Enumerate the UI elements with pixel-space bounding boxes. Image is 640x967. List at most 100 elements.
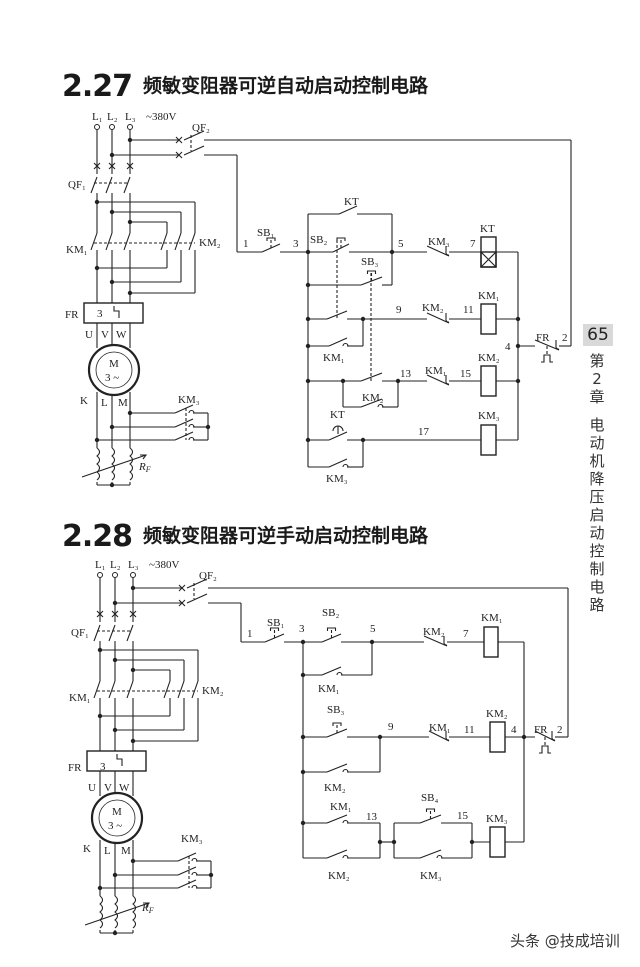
label-KM1-coil: KM₁ <box>478 290 500 302</box>
frequency-sensitive-rheostat-icon <box>132 895 137 929</box>
reactor-bg <box>112 896 118 930</box>
section-number: 2.28 <box>62 519 132 554</box>
label-L: L <box>104 845 111 857</box>
junction-dot <box>112 930 118 936</box>
label-KM3: KM₃ <box>181 833 203 845</box>
frequency-sensitive-rheostat-icon <box>114 895 119 929</box>
chapter-char: 启 <box>589 506 605 524</box>
motor-icon <box>90 791 144 845</box>
label-L1: L₁ <box>95 559 106 571</box>
nc-contact-icon <box>426 245 450 257</box>
node-3: 3 <box>299 623 305 635</box>
wire <box>480 251 497 268</box>
motor-phase: 3 ~ <box>105 372 119 384</box>
thermal-relay-box <box>83 302 144 324</box>
control-circuit-labels: 1 SB₁ 3 SB₂ KT 5 SB₃ KM₃ 7 KT KM₁ 9 KM₂ … <box>243 196 568 485</box>
terminal-icon <box>130 572 136 578</box>
coil-icon <box>483 626 499 658</box>
switch-icon <box>108 624 116 642</box>
thermal-relay-box <box>86 750 147 772</box>
wire <box>111 610 119 618</box>
no-contact-icon <box>328 431 348 441</box>
chapter-char: 章 <box>589 388 605 406</box>
no-contact-icon <box>338 205 358 215</box>
km2-contact-icon <box>188 232 196 251</box>
label-KM1-nc: KM₁ <box>429 722 451 734</box>
junction-dot <box>360 437 366 443</box>
label-V: V <box>104 782 112 794</box>
power-circuit-labels: L₁ L₂ L₃ ~380V QF₂ QF₁ KM₁ KM₂ FR 3 U V … <box>68 559 224 915</box>
no-contact-icon <box>321 666 342 676</box>
label-KM2: KM₂ <box>199 237 221 249</box>
coil-icon <box>480 251 497 268</box>
label-KM1: KM₁ <box>66 244 88 256</box>
no-contact-icon <box>177 852 197 862</box>
frequency-sensitive-rheostat-icon <box>96 447 101 481</box>
wire <box>175 151 183 159</box>
node-7: 7 <box>470 238 476 250</box>
wiring <box>81 124 572 936</box>
node-4: 4 <box>505 341 511 353</box>
nc-contact-icon <box>428 730 450 742</box>
nc-contact-icon <box>426 374 450 386</box>
label-KM2-nc: KM₂ <box>423 626 445 638</box>
node-2: 2 <box>562 332 568 344</box>
junction-dot <box>515 378 521 384</box>
chapter-char: 2 <box>592 370 602 388</box>
contact-arc <box>555 345 560 350</box>
push-button-icon <box>425 808 436 812</box>
terminal-icon <box>112 572 118 578</box>
no-contact-icon <box>328 337 348 347</box>
nc-contact-icon <box>426 312 450 324</box>
label-L1: L₁ <box>92 111 103 123</box>
control-circuit-labels: 1 SB₁ 3 SB₂ 5 KM₂ 7 KM₁ KM₁ SB₃ 9 KM₁ 11… <box>247 607 563 882</box>
label-voltage: ~380V <box>149 559 179 571</box>
contact-arc <box>445 251 450 256</box>
switch-icon <box>183 130 205 141</box>
label-SB2: SB₂ <box>322 607 339 619</box>
chapter-char: 降 <box>589 470 605 488</box>
nc-contact-icon <box>534 730 556 742</box>
switch-icon <box>186 578 208 589</box>
section-title: 频敏变阻器可逆自动启动控制电路 <box>143 74 429 97</box>
motor-inner <box>95 351 133 389</box>
terminal-icon <box>94 124 100 130</box>
label-K: K <box>80 395 88 407</box>
label-KM2: KM₂ <box>202 685 224 697</box>
chapter-char: 控 <box>589 542 605 560</box>
reactor-bg <box>94 448 100 482</box>
label-KM2-coil: KM₂ <box>486 708 508 720</box>
motor-inner <box>98 799 136 837</box>
node-13: 13 <box>366 811 378 823</box>
node-17: 17 <box>418 426 430 438</box>
node-13: 13 <box>400 368 412 380</box>
wire <box>178 584 186 592</box>
node-7: 7 <box>463 628 469 640</box>
wire <box>178 599 186 607</box>
junction-dot <box>109 482 115 488</box>
label-SB3: SB₃ <box>327 704 344 716</box>
label-KM1-no: KM₁ <box>330 801 352 813</box>
label-SB1: SB₁ <box>257 227 274 239</box>
push-button-icon <box>366 270 377 274</box>
label-KM2-no: KM₂ <box>328 870 350 882</box>
no-contact-icon <box>177 879 197 889</box>
frequency-sensitive-rheostat-icon <box>111 447 116 481</box>
push-button-icon <box>266 237 276 241</box>
junction-dot <box>377 734 383 740</box>
km2-contact-icon <box>163 680 171 699</box>
label-RF: RF <box>141 902 154 915</box>
push-button-icon <box>336 237 346 241</box>
label-SB2: SB₂ <box>310 234 327 246</box>
label-K: K <box>83 843 91 855</box>
node-4: 4 <box>511 724 517 736</box>
node-2: 2 <box>557 724 563 736</box>
junction-dot <box>515 343 521 349</box>
variable-arrow <box>84 902 150 926</box>
frequency-sensitive-rheostat-icon <box>129 447 134 481</box>
node-15: 15 <box>460 368 472 380</box>
km1-contact-icon <box>105 232 113 251</box>
switch-icon <box>123 176 131 194</box>
label-QF2: QF₂ <box>199 570 217 582</box>
